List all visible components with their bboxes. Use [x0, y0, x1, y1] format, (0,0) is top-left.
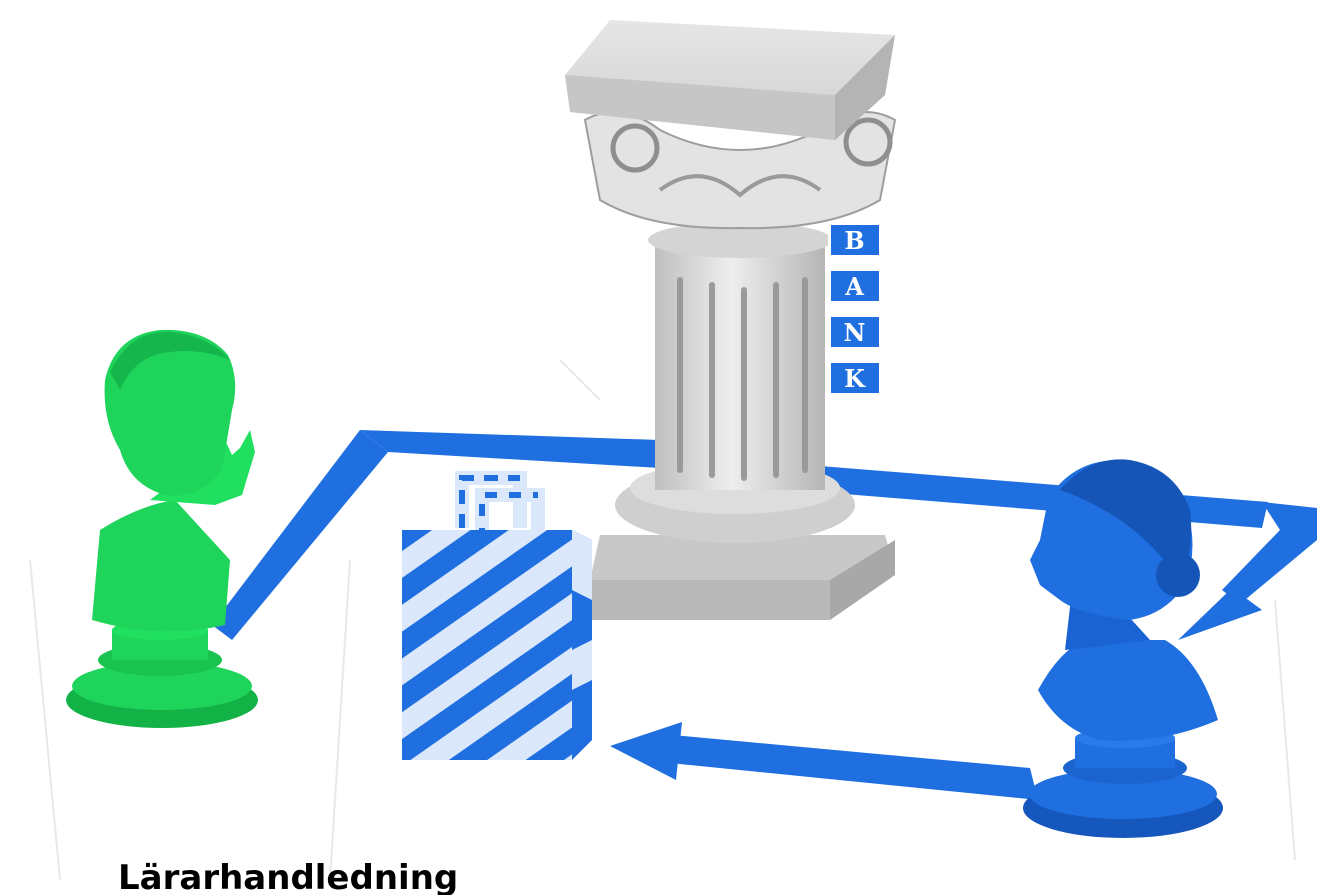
bank-sign-letter-n: N: [828, 314, 882, 350]
bank-sign-letter-a: A: [828, 268, 882, 304]
shopping-bag-icon: [402, 478, 592, 760]
bank-sign-letter-k: K: [828, 360, 882, 396]
bank-sign-letter-b: B: [828, 222, 882, 258]
page-title: Lärarhandledning: [118, 858, 458, 895]
green-bust-icon: [66, 330, 258, 728]
